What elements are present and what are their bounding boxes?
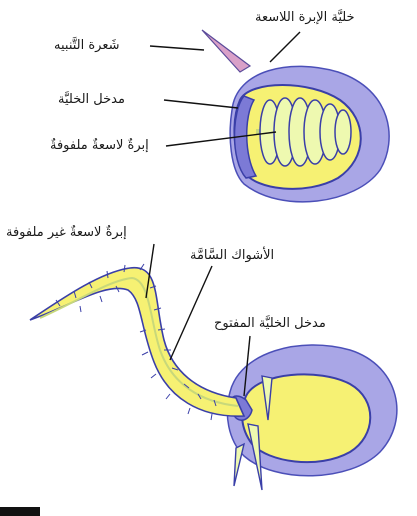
leader-spines: [170, 266, 212, 360]
trigger-hair: [202, 30, 250, 72]
label-trigger-hair: شَعرة التَّنبيه: [54, 38, 120, 54]
label-open-cell-opening: مدخل الخليَّة المفتوح: [214, 316, 326, 332]
leader-cnidocyte: [270, 32, 300, 62]
label-uncoiled-thread: إبرةٌ لاسعةٌ غير ملفوفة: [6, 225, 127, 241]
label-cnidocyte: خليَّة الإبرة اللاسعة: [255, 10, 355, 26]
label-toxic-spines: الأشواك السَّامَّة: [190, 248, 274, 264]
discharged-cnidocyte: [30, 264, 397, 490]
undischarged-cnidocyte: [202, 30, 389, 202]
leader-opening: [164, 100, 238, 108]
label-cell-opening: مدخل الخليَّة: [58, 92, 125, 108]
page-corner-mark: [0, 507, 40, 516]
uncoiled-thread: [30, 268, 244, 416]
leader-trigger: [150, 46, 204, 50]
label-coiled-thread: إبرةٌ لاسعةٌ ملفوفةٌ: [50, 138, 149, 154]
discharged-capsule: [242, 374, 370, 462]
